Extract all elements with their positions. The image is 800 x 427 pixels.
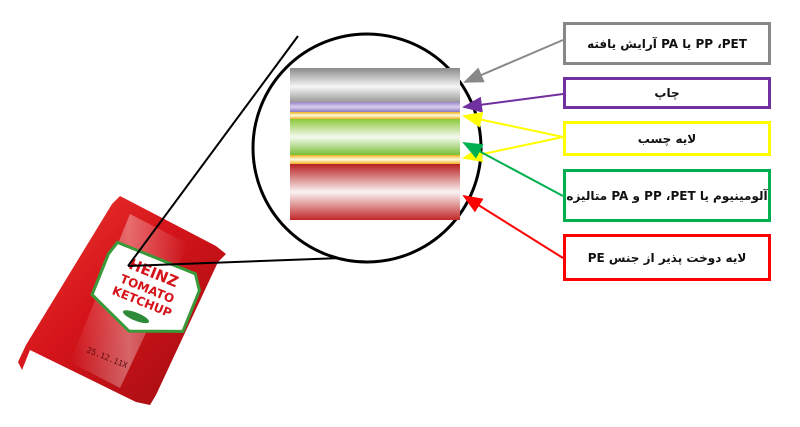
- label-print: چاپ: [563, 77, 771, 109]
- zoom-line-bottom: [127, 257, 343, 267]
- layer-barrier: [290, 119, 460, 155]
- packet-tomato-badge: [122, 310, 150, 324]
- layer-adhesive-bottom: [290, 155, 460, 164]
- arrow-surface: [463, 39, 564, 83]
- packet-label: HEINZ TOMATO KETCHUP: [90, 240, 201, 333]
- label-sealant: لایه دوخت پذیر از جنس PE: [563, 234, 771, 281]
- packet-label-shield: [90, 240, 201, 333]
- label-print-text: چاپ: [654, 86, 680, 100]
- arrow-barrier: [462, 142, 564, 197]
- label-adhesive: لایه چسب: [563, 121, 771, 156]
- arrow-print: [462, 93, 564, 113]
- label-barrier-text: آلومینیوم یا PP ،PET و PA متالیزه: [566, 188, 768, 203]
- label-barrier: آلومینیوم یا PP ،PET و PA متالیزه: [563, 169, 771, 222]
- arrow-sealant: [462, 194, 564, 259]
- label-adhesive-text: لایه چسب: [637, 131, 697, 146]
- label-surface: PP ،PET یا PA آرایش یافته: [563, 22, 771, 65]
- layer-print: [290, 102, 460, 112]
- label-sealant-text: لایه دوخت پذیر از جنس PE: [587, 250, 747, 265]
- zoom-line-top: [127, 35, 299, 267]
- ketchup-packet: HEINZ TOMATO KETCHUP 25.12.11X: [18, 196, 226, 405]
- layer-sealant: [290, 164, 460, 220]
- layer-stack: [290, 68, 460, 220]
- label-surface-text: PP ،PET یا PA آرایش یافته: [587, 36, 747, 51]
- arrow-adhesive-top: [462, 111, 564, 138]
- layer-surface: [290, 68, 460, 102]
- layer-adhesive-top: [290, 112, 460, 119]
